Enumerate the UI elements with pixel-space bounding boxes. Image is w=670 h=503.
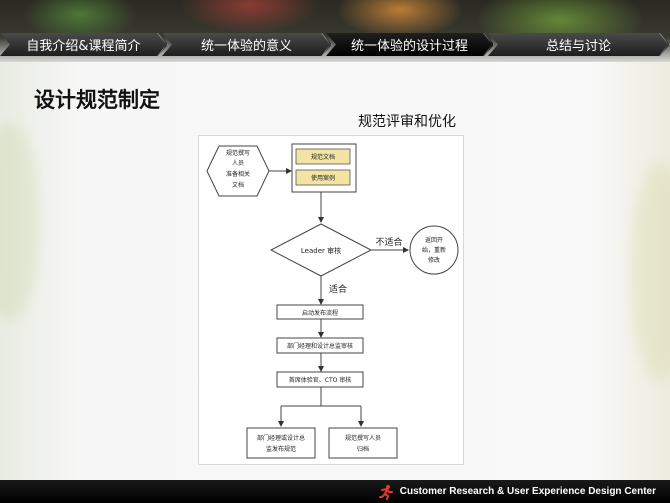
- doc-cases-box: [295, 169, 351, 186]
- start-release-label: 启动发布流程: [302, 309, 338, 317]
- archive-line: 规范撰写人员: [345, 434, 381, 442]
- doc-spec-box: [295, 148, 351, 165]
- footer-text: Customer Research & User Experience Desi…: [399, 486, 656, 497]
- start-release-box: [276, 304, 364, 320]
- prepare-node-line: 规范撰写: [226, 149, 250, 157]
- running-figure-icon: [378, 484, 394, 500]
- nav-item-label: 总结与讨论: [545, 39, 611, 54]
- footer-bar: Customer Research & User Experience Desi…: [0, 480, 670, 503]
- dept-review-box: [276, 337, 364, 354]
- return-node-line: 修改: [428, 256, 440, 264]
- publish-line: 监发布规范: [266, 445, 296, 453]
- return-node-circle: [409, 225, 459, 275]
- archive-line: 归档: [357, 445, 369, 453]
- page-title: 设计规范制定: [34, 88, 160, 112]
- nav-item-label: 统一体验的意义: [200, 39, 292, 54]
- nav-item-label: 统一体验的设计过程: [350, 39, 468, 54]
- nav-item-design-process[interactable]: 统一体验的设计过程: [326, 33, 494, 56]
- archive-box: [328, 427, 398, 459]
- return-node-line: 始，重新: [422, 246, 446, 254]
- head-review-label: 首席体验官、CTO 审核: [289, 376, 352, 384]
- dept-review-label: 部门经理和设计总监审核: [287, 342, 353, 350]
- subtitle: 规范评审和优化: [358, 114, 456, 130]
- prepare-node-line: 准备相关: [226, 170, 250, 178]
- nav-item-label: 自我介绍&课程简介: [26, 39, 141, 54]
- nav-item-summary[interactable]: 总结与讨论: [488, 33, 670, 56]
- prepare-node-line: 文档: [232, 181, 244, 189]
- return-node-line: 返回开: [425, 237, 443, 244]
- section-nav: 自我介绍&课程简介 统一体验的意义 统一体验的设计过程 总结与讨论: [0, 33, 670, 56]
- not-suitable-label: 不适合: [375, 236, 402, 248]
- head-review-box: [276, 371, 364, 388]
- publish-line: 部门经理或设计总: [257, 434, 305, 442]
- doc-spec-label: 规范文档: [311, 153, 335, 161]
- nav-item-intro[interactable]: 自我介绍&课程简介: [0, 33, 168, 56]
- suitable-label: 适合: [329, 283, 347, 295]
- publish-box: [246, 427, 316, 459]
- nav-item-meaning[interactable]: 统一体验的意义: [162, 33, 332, 56]
- flowchart: 规范撰写 人员 准备相关 文档 规范文档 使用案例 Leader 审核 不适合 …: [198, 135, 464, 465]
- prepare-node-line: 人员: [232, 160, 244, 167]
- doc-cases-label: 使用案例: [311, 174, 335, 182]
- leader-review-label: Leader 审核: [301, 246, 341, 255]
- flowchart-svg: 规范撰写 人员 准备相关 文档 规范文档 使用案例 Leader 审核 不适合 …: [206, 143, 459, 459]
